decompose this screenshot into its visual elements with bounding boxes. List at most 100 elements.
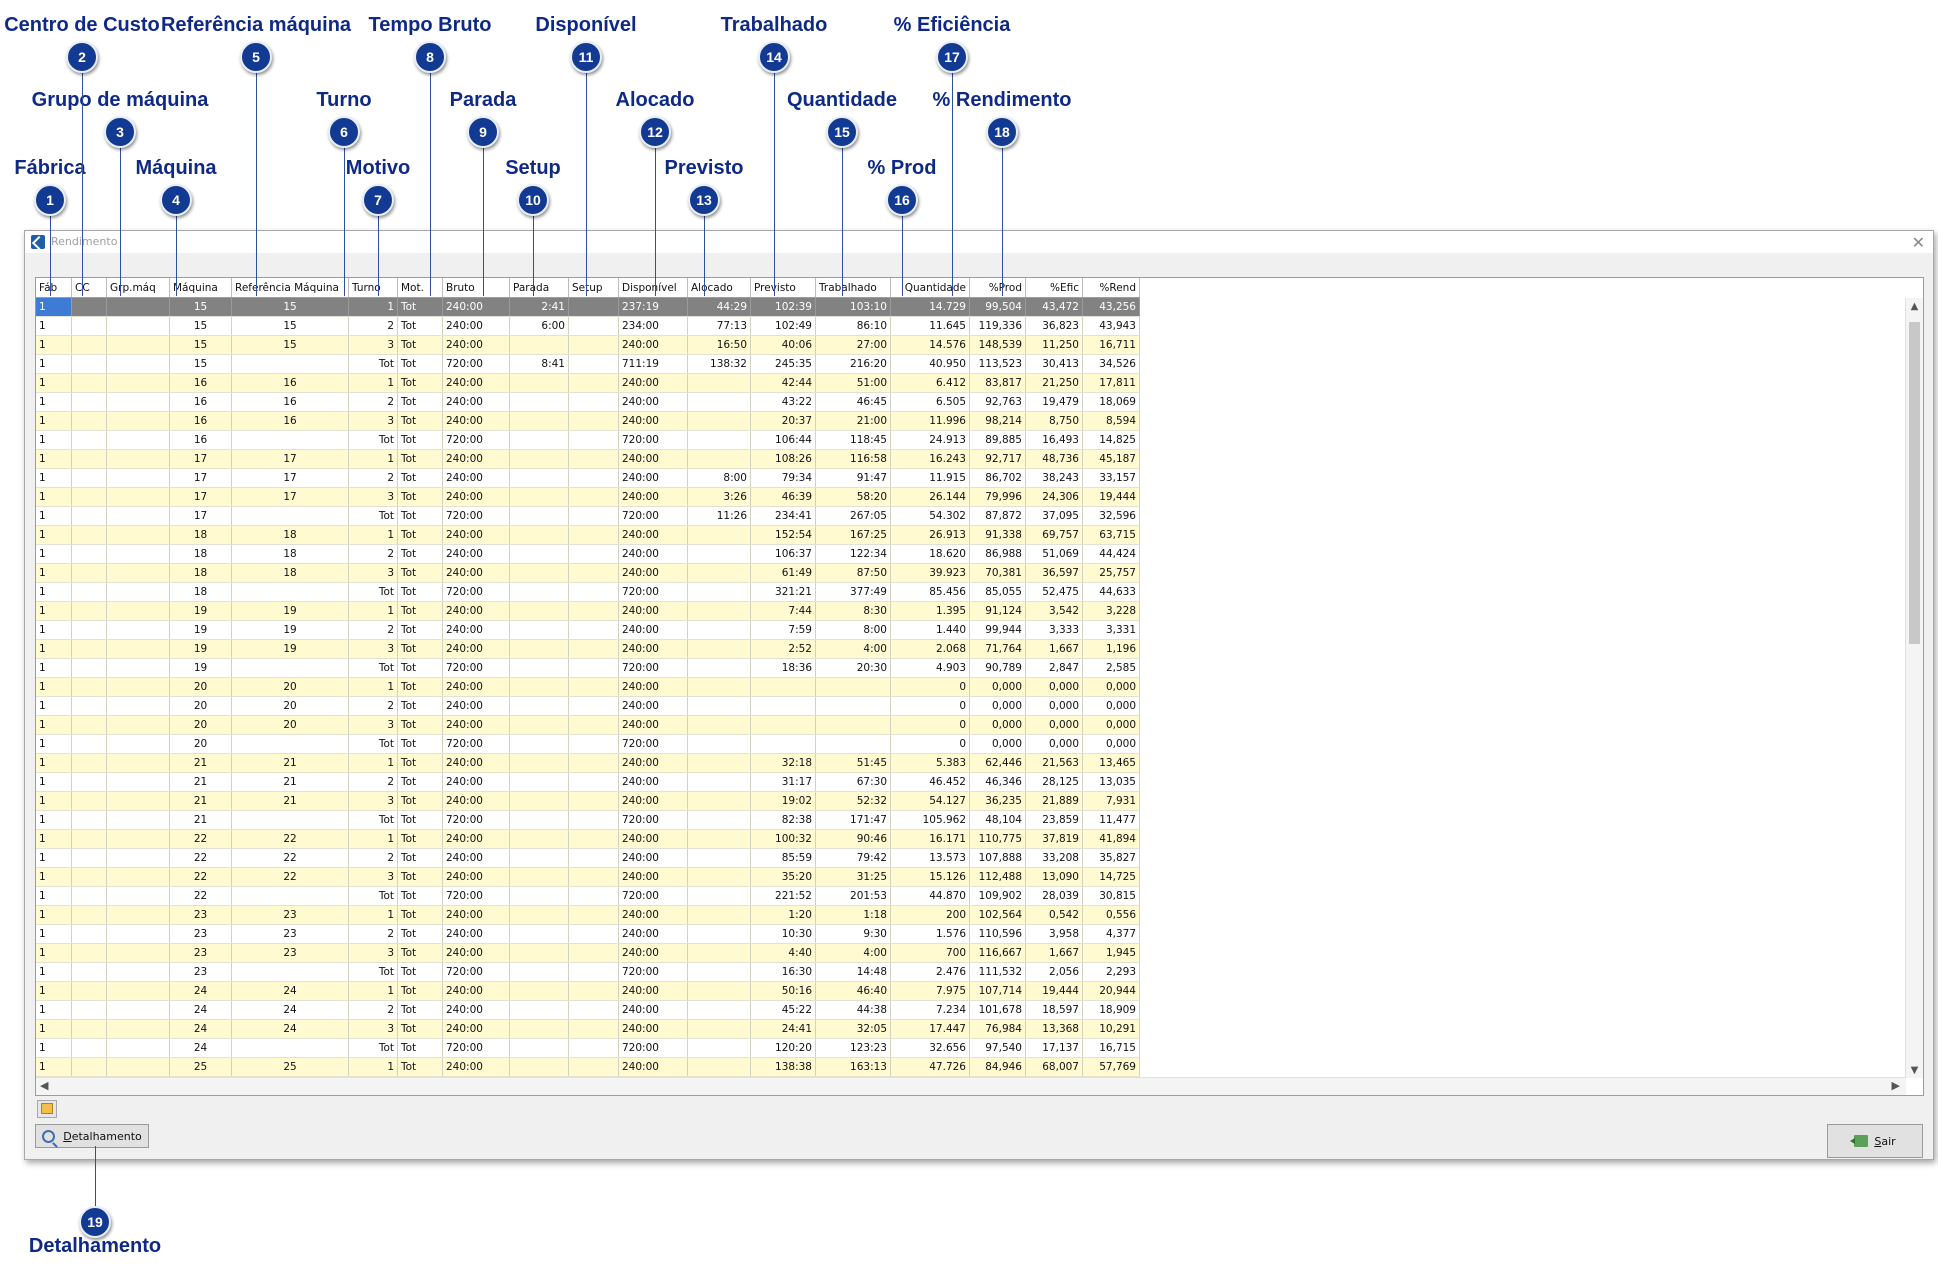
table-cell: 17 [169,468,232,488]
table-cell: 21 [169,753,232,773]
scroll-left-icon[interactable]: ◀ [40,1079,49,1092]
table-cell: 19,444 [1082,487,1140,507]
table-cell: 1 [36,1057,72,1077]
column-header-13[interactable]: Trabalhado [815,278,891,298]
column-header-2[interactable]: Grp.máq [106,278,170,298]
detalhamento-button[interactable]: Detalhamento [35,1124,149,1148]
column-header-12[interactable]: Previsto [750,278,816,298]
column-header-10[interactable]: Disponível [618,278,688,298]
table-cell: 3,542 [1025,601,1083,621]
column-header-16[interactable]: %Efic [1025,278,1083,298]
table-cell [71,848,107,868]
table-cell: 240:00 [442,905,510,925]
table-cell [509,582,569,602]
column-header-9[interactable]: Setup [568,278,619,298]
table-cell: 31:25 [815,867,891,887]
table-cell [106,525,170,545]
close-icon[interactable]: ✕ [1911,233,1925,252]
sair-button[interactable]: Sair [1827,1124,1923,1158]
table-cell: 107,888 [969,848,1026,868]
vertical-scroll-thumb[interactable] [1909,322,1920,644]
column-header-17[interactable]: %Rend [1082,278,1140,298]
vertical-scrollbar[interactable]: ▲ ▼ [1905,298,1923,1078]
column-header-6[interactable]: Mot. [397,278,443,298]
table-cell: 1 [348,373,398,393]
column-header-14[interactable]: Quantidade [890,278,970,298]
column-header-3[interactable]: Máquina [169,278,232,298]
table-cell: Tot [397,544,443,564]
column-header-1[interactable]: CC [71,278,107,298]
table-cell: 14,825 [1082,430,1140,450]
table-cell: 85.456 [890,582,970,602]
column-header-7[interactable]: Bruto [442,278,510,298]
table-cell: 16 [169,411,232,431]
table-cell [509,658,569,678]
column-header-5[interactable]: Turno [348,278,398,298]
table-cell: 14,725 [1082,867,1140,887]
column-header-8[interactable]: Parada [509,278,569,298]
table-cell: 18,597 [1025,1000,1083,1020]
table-cell: Tot [397,772,443,792]
column-header-11[interactable]: Alocado [687,278,751,298]
table-cell: 240:00 [442,373,510,393]
table-cell: 16,711 [1082,335,1140,355]
column-header-0[interactable]: Fáb [36,278,72,298]
column-header-15[interactable]: %Prod [969,278,1026,298]
horizontal-scrollbar[interactable]: ◀ ▶ [36,1077,1906,1095]
scroll-down-icon[interactable]: ▼ [1910,1065,1919,1076]
annotation-marker-11: 11 [570,41,602,73]
table-cell: 240:00 [442,677,510,697]
table-cell: 1 [348,753,398,773]
column-header-4[interactable]: Referência Máquina [231,278,349,298]
table-cell: 23 [169,943,232,963]
table-cell: 1 [36,563,72,583]
scroll-up-icon[interactable]: ▲ [1910,301,1919,312]
export-button[interactable] [37,1100,57,1118]
table-cell: 240:00 [618,981,688,1001]
scroll-right-icon[interactable]: ▶ [1891,1079,1900,1092]
annotation-label-14: Trabalhado [720,14,828,36]
